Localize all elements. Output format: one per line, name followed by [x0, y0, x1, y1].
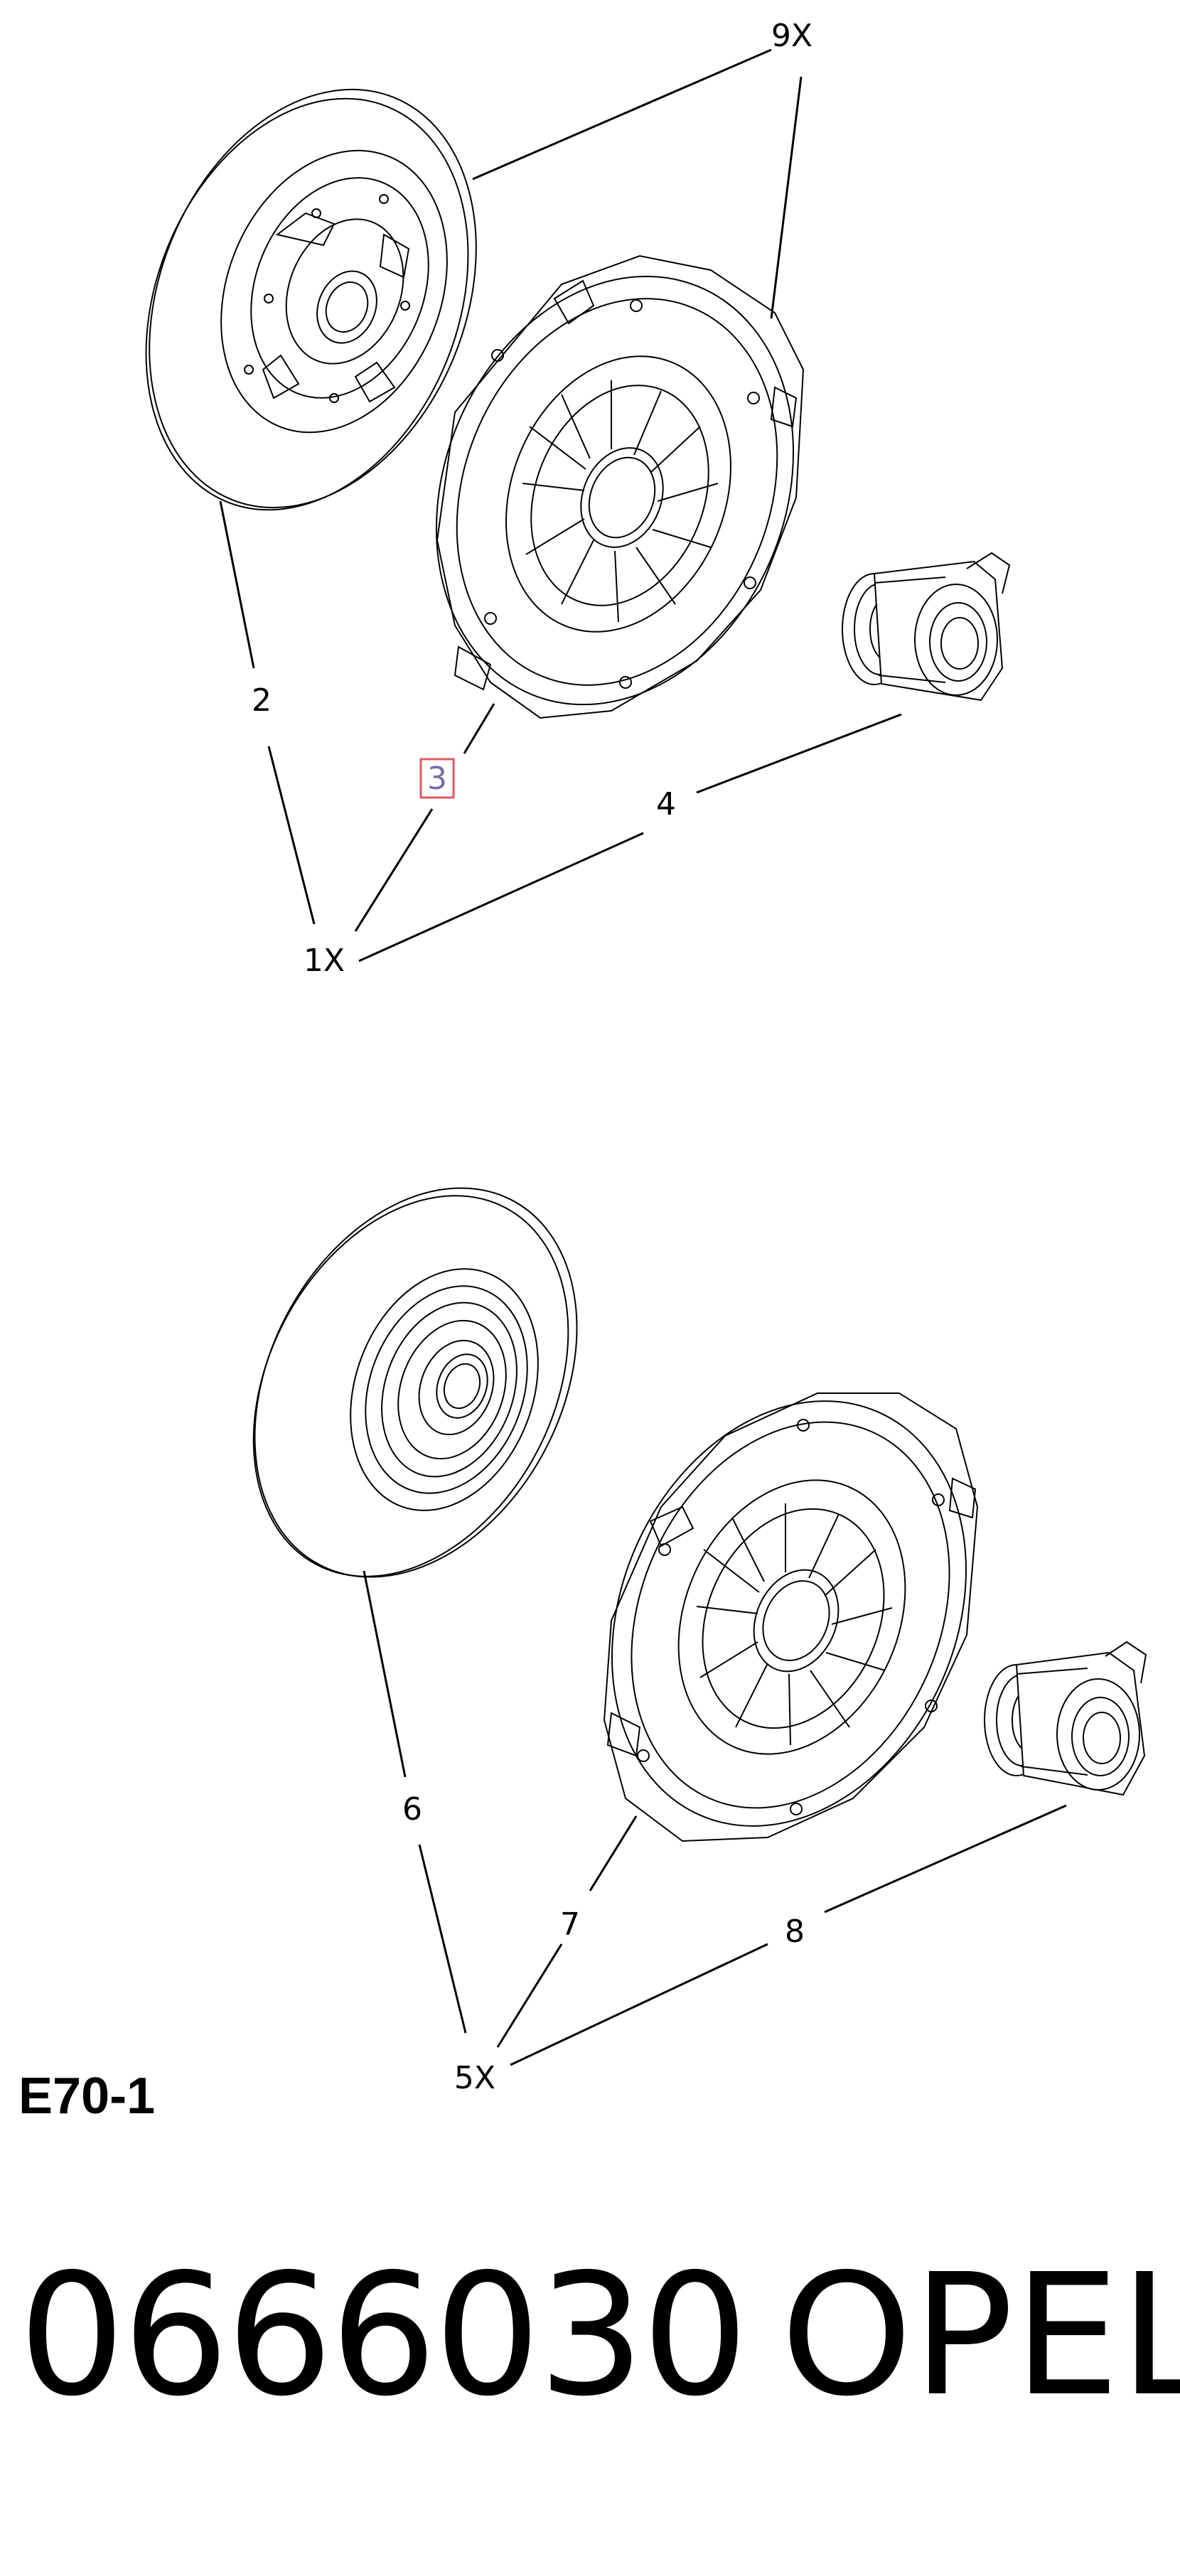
release-bearing-lower — [985, 1642, 1146, 1795]
leader-lines-upper — [219, 48, 902, 962]
callout-4: 4 — [656, 786, 676, 822]
brand-name: OPEL — [781, 2238, 1180, 2433]
leader-lines-lower — [363, 1570, 1067, 2066]
pressure-plate-upper — [374, 222, 855, 759]
reference-code: E70-1 — [18, 2068, 156, 2125]
callout-6: 6 — [402, 1791, 422, 1828]
pressure-plate-lower — [547, 1344, 1031, 1883]
clutch-disc-upper — [87, 41, 536, 559]
callout-3: 3 — [427, 761, 447, 797]
clutch-disc-lower — [191, 1132, 641, 1633]
highlight-box-3 — [419, 758, 455, 799]
release-bearing-upper — [842, 553, 1009, 700]
callout-5x: 5X — [454, 2060, 495, 2096]
callout-9x: 9X — [771, 18, 812, 54]
callout-7: 7 — [560, 1906, 580, 1943]
part-number: 0666030 — [18, 2238, 749, 2433]
callout-1x: 1X — [304, 943, 345, 979]
callout-2: 2 — [252, 682, 272, 719]
callout-8: 8 — [785, 1914, 805, 1950]
